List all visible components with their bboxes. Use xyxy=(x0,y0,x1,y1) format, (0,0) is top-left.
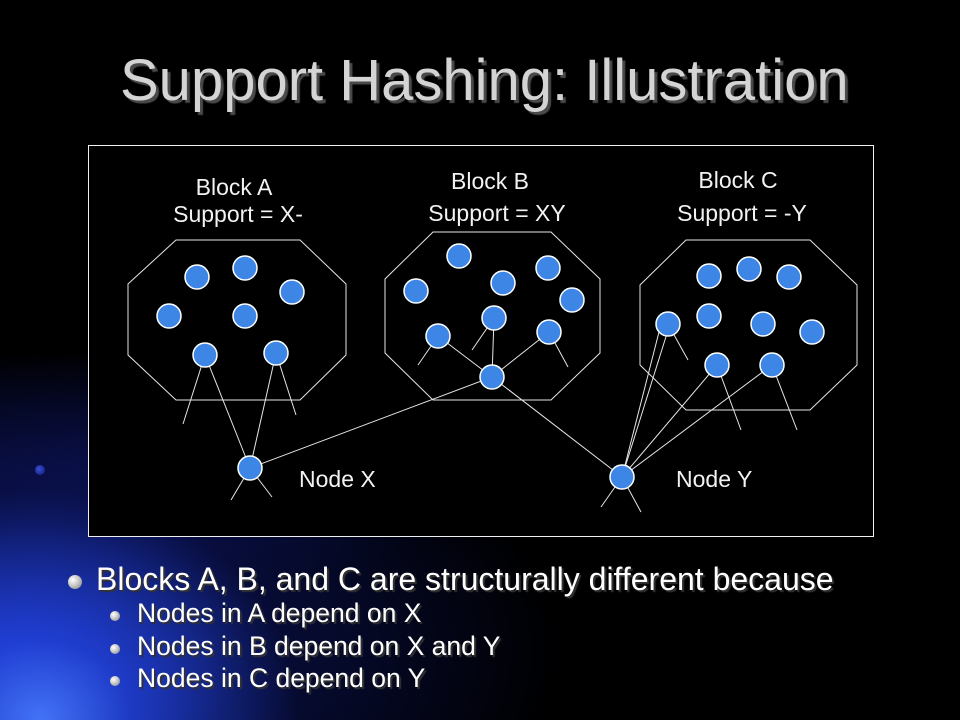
block-c-node xyxy=(799,319,825,345)
block-c-node xyxy=(704,352,730,378)
block-a-support: Support = X- xyxy=(173,201,303,227)
decor-dot xyxy=(35,465,45,475)
block-b-node xyxy=(425,323,451,349)
block-b-support: Support = XY xyxy=(428,200,565,226)
node-y-label: Node Y xyxy=(676,466,752,492)
block-c-node xyxy=(759,352,785,378)
block-b-node xyxy=(481,305,507,331)
dependency-edge xyxy=(249,376,493,469)
block-b-node xyxy=(536,319,562,345)
dependency-edge xyxy=(491,376,623,478)
sub-bullet-item: Nodes in B depend on X and Y xyxy=(137,631,501,661)
block-c-node xyxy=(750,311,776,337)
block-a-node xyxy=(192,342,218,368)
block-c-label: Block C xyxy=(698,167,777,193)
block-a-node xyxy=(156,303,182,329)
block-b-node xyxy=(535,255,561,281)
block-a-label: Block A xyxy=(196,174,273,200)
sub-bullet-dot xyxy=(110,644,120,654)
bullet-dot xyxy=(68,575,82,589)
block-a-node xyxy=(279,279,305,305)
block-a-outline xyxy=(127,239,347,401)
node-x-label: Node X xyxy=(299,466,376,492)
block-c-node xyxy=(776,264,802,290)
bullet-item: Blocks A, B, and C are structurally diff… xyxy=(96,561,834,597)
diagram-frame xyxy=(88,145,874,537)
sub-bullet-item: Nodes in C depend on Y xyxy=(137,663,426,693)
block-a-node xyxy=(263,340,289,366)
block-b-node xyxy=(490,270,516,296)
dependency-edge xyxy=(249,352,277,469)
block-c-outline xyxy=(639,239,858,411)
block-b-node xyxy=(403,278,429,304)
block-a-node xyxy=(232,255,258,281)
dependency-edge xyxy=(621,364,773,478)
block-c-node xyxy=(655,311,681,337)
dependency-edge xyxy=(204,354,251,469)
block-a-node xyxy=(184,264,210,290)
dependency-edge xyxy=(621,364,718,478)
dependency-edge xyxy=(621,326,670,478)
block-c-node xyxy=(696,263,722,289)
block-b-outline xyxy=(384,231,601,401)
block-c-node xyxy=(696,303,722,329)
block-c-support: Support = -Y xyxy=(677,200,807,226)
sub-bullet-item: Nodes in A depend on X xyxy=(137,598,422,628)
slide-title: Support Hashing: Illustration xyxy=(120,48,849,113)
block-a-node xyxy=(232,303,258,329)
block-b-node xyxy=(446,243,472,269)
block-b-label: Block B xyxy=(451,168,529,194)
sub-bullet-dot xyxy=(110,676,120,686)
node-y-circle xyxy=(609,464,635,490)
sub-bullet-dot xyxy=(110,611,120,621)
block-c-node xyxy=(736,256,762,282)
node-x-circle xyxy=(237,455,263,481)
block-b-node xyxy=(559,287,585,313)
block-b-node xyxy=(479,364,505,390)
dependency-edge xyxy=(621,331,660,478)
